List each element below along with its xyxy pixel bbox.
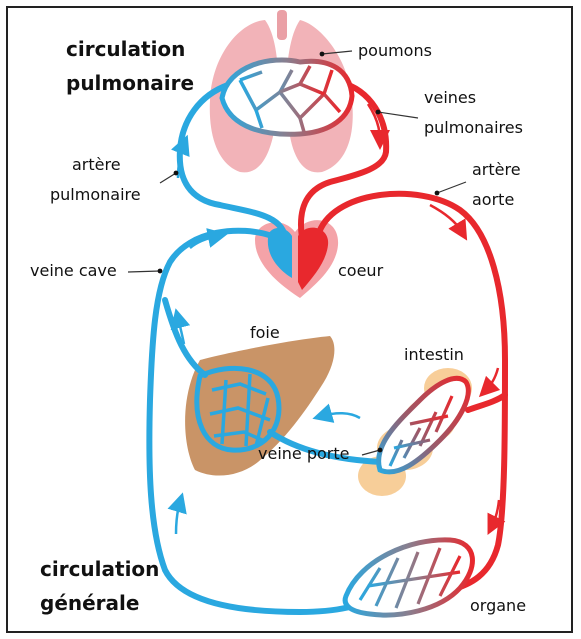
title-pulmonary-line1: circulation xyxy=(66,37,185,61)
label-artere-pulmonaire-line1: artère xyxy=(72,155,121,174)
title-general-line1: circulation xyxy=(40,557,159,581)
organ-capillaries xyxy=(345,540,472,615)
label-artere-pulmonaire-line2: pulmonaire xyxy=(50,185,141,204)
label-intestin: intestin xyxy=(404,345,464,364)
leader-dot xyxy=(376,110,381,115)
title-pulmonary-line2: pulmonaire xyxy=(66,71,194,95)
leader-dot xyxy=(158,269,163,274)
label-poumons: poumons xyxy=(358,41,432,60)
label-foie: foie xyxy=(250,323,280,342)
label-artere-aorte-line1: artère xyxy=(472,160,521,179)
lung-capillaries xyxy=(222,60,352,134)
label-veines-line2: pulmonaires xyxy=(424,118,523,137)
leader-dot xyxy=(174,171,179,176)
leader-dot xyxy=(320,52,325,57)
title-general-line2: générale xyxy=(40,591,139,615)
label-veine-porte: veine porte xyxy=(258,444,349,463)
label-veine-cave: veine cave xyxy=(30,261,117,280)
leader-dot xyxy=(378,448,383,453)
leader-dot xyxy=(435,191,440,196)
label-coeur: coeur xyxy=(338,261,384,280)
label-artere-aorte-line2: aorte xyxy=(472,190,514,209)
label-organe: organe xyxy=(470,596,526,615)
intestine-capillaries xyxy=(379,378,469,472)
label-veines-line1: veines xyxy=(424,88,476,107)
